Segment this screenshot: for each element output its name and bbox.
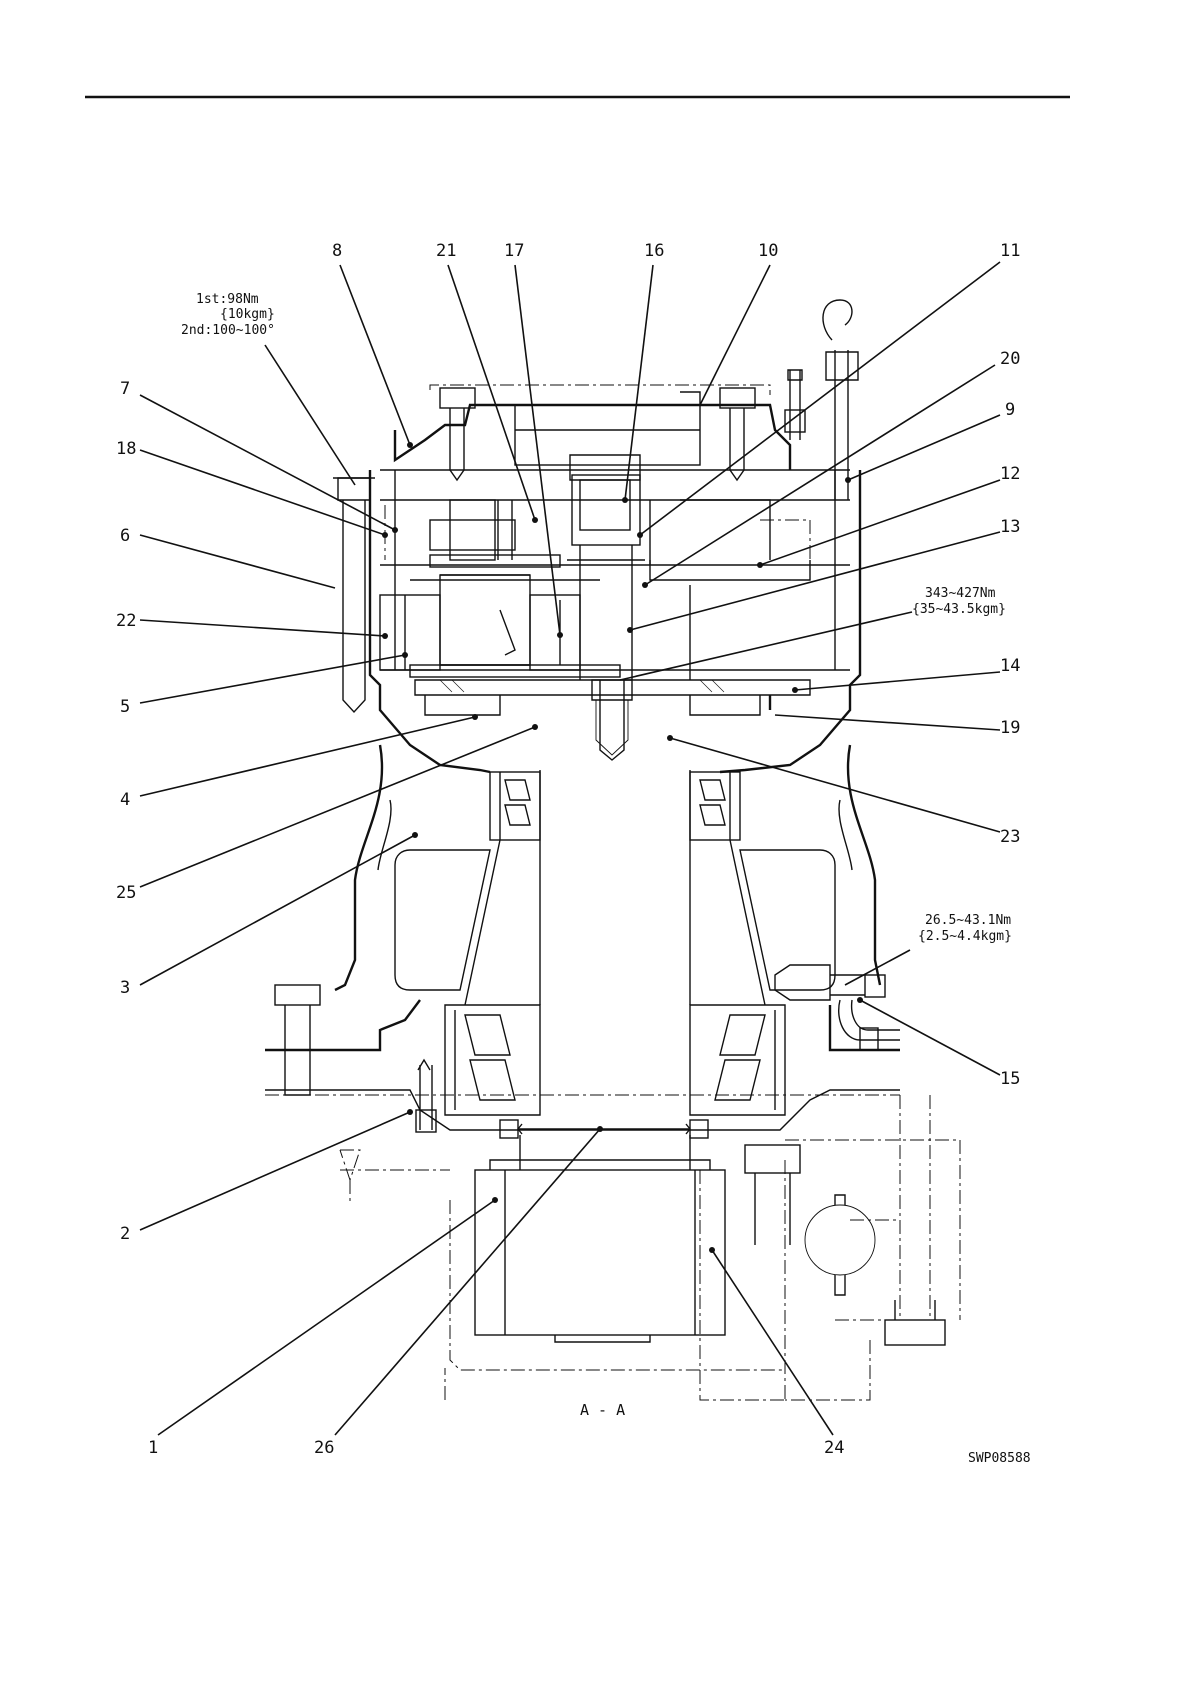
- leader-11: [640, 262, 1000, 535]
- callout-26: 26: [314, 1438, 334, 1458]
- callout-18: 18: [116, 439, 136, 459]
- callout-7: 7: [120, 379, 130, 399]
- leader-14: [795, 672, 1000, 690]
- torque-bolt-line3: 2nd:100~100°: [181, 323, 275, 338]
- callout-16: 16: [644, 241, 664, 261]
- leader-1: [158, 1200, 495, 1435]
- callout-21: 21: [436, 241, 456, 261]
- torque-spec-bolt: 1st:98Nm {10kgm} 2nd:100~100°: [181, 292, 275, 338]
- leader-4: [140, 717, 475, 796]
- torque-plug-line1: 26.5~43.1Nm: [925, 913, 1011, 928]
- callout-1: 1: [148, 1438, 158, 1458]
- callout-17: 17: [504, 241, 524, 261]
- callout-6: 6: [120, 526, 130, 546]
- leader-torque-bolt: [265, 345, 355, 485]
- callout-5: 5: [120, 697, 130, 717]
- callout-22: 22: [116, 611, 136, 631]
- callout-10: 10: [758, 241, 778, 261]
- assembly-outline: [265, 300, 960, 1400]
- leader-23: [670, 738, 1000, 832]
- torque-center-line2: {35~43.5kgm}: [912, 602, 1006, 617]
- callout-13: 13: [1000, 517, 1020, 537]
- callout-19: 19: [1000, 718, 1020, 738]
- leader-26: [335, 1129, 600, 1435]
- leader-18: [140, 450, 385, 535]
- callout-24: 24: [824, 1438, 844, 1458]
- section-label: A - A: [580, 1401, 625, 1419]
- figure-code: SWP08588: [968, 1451, 1031, 1466]
- leader-12: [760, 480, 1000, 565]
- leader-torque-plug: [845, 950, 910, 985]
- torque-bolt-line2: {10kgm}: [220, 307, 275, 322]
- leader-9: [848, 415, 1000, 480]
- torque-bolt-line1: 1st:98Nm: [196, 292, 259, 307]
- callout-23: 23: [1000, 827, 1020, 847]
- leader-10: [700, 265, 770, 405]
- callout-20: 20: [1000, 349, 1020, 369]
- callout-25: 25: [116, 883, 136, 903]
- callout-11: 11: [1000, 241, 1020, 261]
- callout-2: 2: [120, 1224, 130, 1244]
- leader-lines: [140, 262, 1000, 1435]
- leader-19: [775, 715, 1000, 730]
- callout-14: 14: [1000, 656, 1020, 676]
- callout-9: 9: [1005, 400, 1015, 420]
- leader-15: [860, 1000, 1000, 1075]
- torque-plug-line2: {2.5~4.4kgm}: [918, 929, 1012, 944]
- leader-dots: [382, 442, 863, 1253]
- leader-6: [140, 535, 335, 588]
- leader-2: [140, 1112, 410, 1230]
- torque-spec-center-bolt: 343~427Nm {35~43.5kgm}: [912, 586, 1006, 617]
- callout-4: 4: [120, 790, 130, 810]
- callout-3: 3: [120, 978, 130, 998]
- callout-8: 8: [332, 241, 342, 261]
- torque-center-line1: 343~427Nm: [925, 586, 996, 601]
- leader-22: [140, 620, 385, 636]
- leader-8: [340, 265, 410, 445]
- leader-21: [448, 265, 535, 520]
- callout-12: 12: [1000, 464, 1020, 484]
- leader-25: [140, 727, 535, 887]
- torque-spec-drain-plug: 26.5~43.1Nm {2.5~4.4kgm}: [918, 913, 1012, 944]
- callout-labels: 8 21 17 16 10 11 20 9 12 13 14 19 23 15 …: [116, 241, 1020, 1458]
- leader-3: [140, 835, 415, 985]
- callout-15: 15: [1000, 1069, 1020, 1089]
- leader-24: [712, 1250, 833, 1435]
